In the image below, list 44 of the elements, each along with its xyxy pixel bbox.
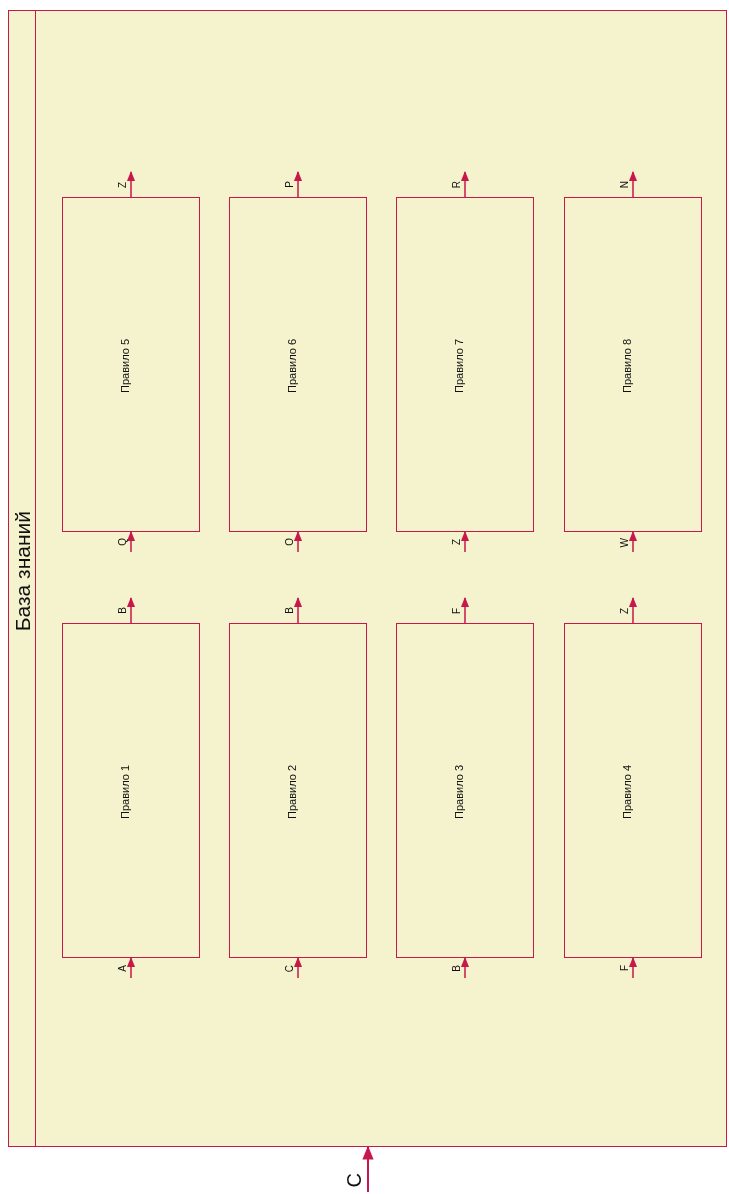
edge-label: A <box>118 964 128 972</box>
arrow <box>460 170 470 198</box>
arrow <box>126 596 136 624</box>
edge-label: B <box>285 607 295 614</box>
arrow <box>293 596 303 624</box>
edge-label: O <box>285 538 295 546</box>
edge-label: B <box>452 964 462 972</box>
edge-label: Z <box>620 607 630 614</box>
arrow <box>293 530 303 553</box>
rule-label: Правило 7 <box>454 338 465 393</box>
arrow <box>460 530 470 553</box>
edge-label: W <box>620 537 630 547</box>
rule-label: Правило 8 <box>622 338 633 393</box>
edge-label: F <box>452 607 462 614</box>
arrow <box>628 956 638 979</box>
edge-label: F <box>620 965 630 972</box>
rule-label: Правило 2 <box>287 764 298 819</box>
container-panel <box>8 10 727 1147</box>
arrow <box>293 956 303 979</box>
edge-label: C <box>285 964 295 972</box>
arrow <box>460 956 470 979</box>
arrow <box>126 530 136 553</box>
edge-label: B <box>118 607 128 614</box>
edge-label: Z <box>118 181 128 188</box>
arrow <box>293 170 303 198</box>
arrow <box>460 596 470 624</box>
edge-label: Q <box>118 538 128 546</box>
arrow <box>628 596 638 624</box>
edge-label: Z <box>452 539 462 546</box>
rule-label: Правило 5 <box>120 338 131 393</box>
rule-label: Правило 6 <box>287 338 298 393</box>
arrow <box>362 1145 374 1193</box>
edge-label: C <box>344 1173 364 1188</box>
arrow <box>126 170 136 198</box>
arrow <box>628 530 638 553</box>
rule-label: Правило 4 <box>622 764 633 819</box>
edge-label: R <box>452 181 462 189</box>
arrow <box>126 956 136 979</box>
edge-label: N <box>620 181 630 189</box>
rule-label: Правило 3 <box>454 764 465 819</box>
panel-title: База знаний <box>12 511 33 632</box>
edge-label: P <box>285 181 295 188</box>
arrow <box>628 170 638 198</box>
rule-label: Правило 1 <box>120 764 131 819</box>
